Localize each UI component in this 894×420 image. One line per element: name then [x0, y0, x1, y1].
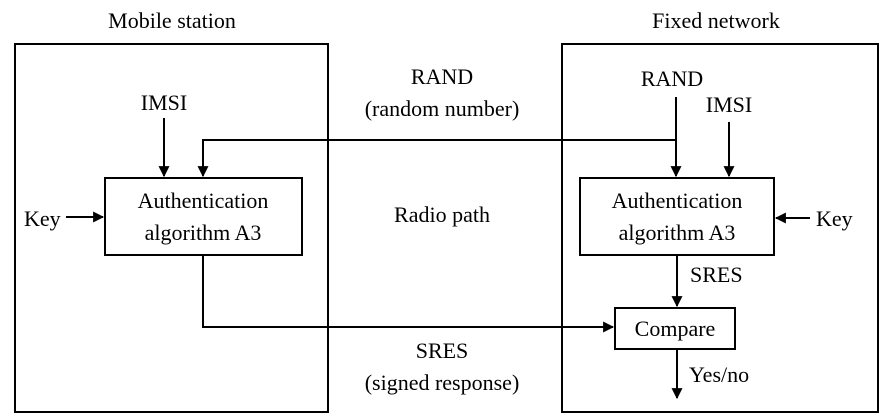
compare-box	[614, 307, 736, 350]
network-sres-label: SRES	[690, 262, 743, 287]
rand-path-to-mobile	[197, 97, 677, 178]
compare-label: Compare	[635, 316, 716, 341]
sres-label: SRES	[416, 338, 469, 363]
mobile-key-label: Key	[24, 206, 61, 231]
mobile-station-frame	[14, 43, 329, 413]
mobile-algorithm-line2: algorithm A3	[145, 220, 262, 245]
network-imsi-label: IMSI	[706, 92, 752, 117]
mobile-imsi-label: IMSI	[141, 90, 187, 115]
mobile-algorithm-line1: Authentication	[138, 188, 269, 213]
radio-path-label: Radio path	[394, 202, 490, 227]
network-algorithm-line1: Authentication	[612, 188, 743, 213]
fixed-network-frame	[561, 43, 879, 413]
sres-path-to-compare	[202, 255, 615, 333]
network-rand-label: RAND	[641, 66, 703, 91]
fixed-network-title: Fixed network	[652, 8, 780, 33]
sres-description: (signed response)	[365, 370, 520, 395]
rand-label: RAND	[411, 64, 473, 89]
result-label: Yes/no	[689, 362, 749, 387]
rand-description: (random number)	[365, 96, 520, 121]
network-algorithm-line2: algorithm A3	[619, 220, 736, 245]
mobile-station-title: Mobile station	[108, 8, 236, 33]
network-key-label: Key	[816, 206, 853, 231]
